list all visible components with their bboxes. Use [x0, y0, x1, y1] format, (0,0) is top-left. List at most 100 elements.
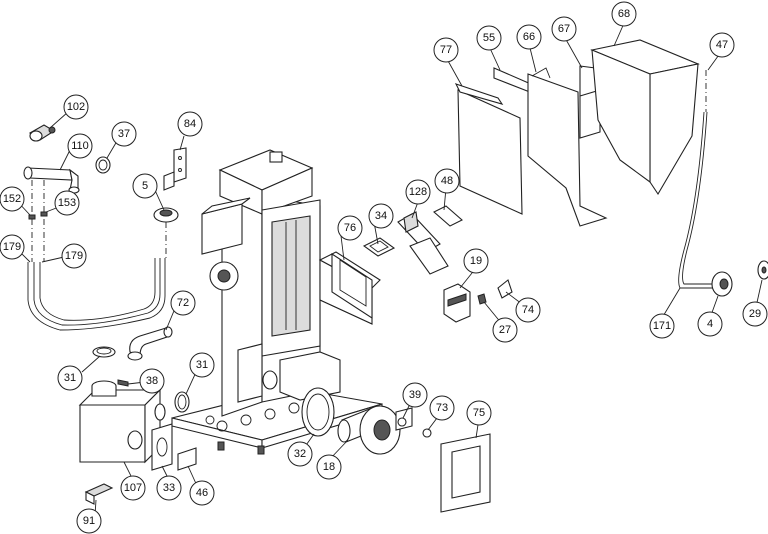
part-29-sensor	[757, 260, 768, 280]
callout-84: 84	[177, 111, 203, 137]
callout-38: 38	[139, 368, 165, 394]
callout-31-left-label: 31	[64, 372, 76, 384]
callout-67: 67	[551, 16, 577, 42]
callout-31-right-label: 31	[196, 359, 208, 371]
callout-75-label: 75	[473, 407, 485, 419]
part-84-bracket	[163, 147, 187, 191]
callout-77-label: 77	[440, 44, 452, 56]
callout-55-label: 55	[483, 32, 495, 44]
callout-66-label: 66	[523, 31, 535, 43]
part-34-gasket	[362, 237, 396, 257]
callout-68: 68	[611, 1, 637, 27]
callout-18-label: 18	[323, 461, 335, 473]
callout-84-label: 84	[184, 118, 196, 130]
part-37-ring	[95, 156, 111, 174]
callout-34-label: 34	[375, 210, 387, 222]
callout-46-label: 46	[196, 487, 208, 499]
callout-73-label: 73	[436, 402, 448, 414]
part-91-clip	[84, 483, 114, 505]
callout-27-label: 27	[499, 324, 511, 336]
part-38-screw	[117, 379, 129, 387]
callout-34: 34	[368, 203, 394, 229]
callout-72: 72	[170, 290, 196, 316]
callout-5: 5	[132, 173, 158, 199]
callout-55: 55	[476, 25, 502, 51]
callout-110: 110	[67, 133, 93, 159]
part-47-171-cable	[678, 70, 716, 289]
callout-72-label: 72	[177, 297, 189, 309]
callout-179-right: 179	[61, 243, 87, 269]
part-66-hopper-side	[527, 67, 608, 227]
callout-37-label: 37	[118, 128, 130, 140]
callout-5-label: 5	[142, 180, 148, 192]
part-179-tubes	[27, 258, 166, 331]
callout-91-label: 91	[83, 515, 95, 527]
callout-153: 153	[54, 190, 80, 216]
part-18-fan	[337, 405, 413, 455]
part-46-plate	[177, 447, 197, 471]
callout-38-label: 38	[146, 375, 158, 387]
part-102-connector	[28, 124, 56, 142]
part-72-hose	[127, 326, 173, 361]
callout-27: 27	[492, 317, 518, 343]
callout-102: 102	[63, 94, 89, 120]
callout-102-label: 102	[67, 101, 85, 113]
callout-33: 33	[156, 475, 182, 501]
part-4-sensor	[711, 271, 733, 297]
callout-76-label: 76	[344, 222, 356, 234]
callout-107-label: 107	[124, 482, 142, 494]
part-main-boiler-assembly	[171, 149, 383, 455]
callout-31-right: 31	[189, 352, 215, 378]
callout-171: 171	[649, 313, 675, 339]
part-5-disc	[153, 207, 179, 258]
callout-4-label: 4	[707, 318, 713, 330]
part-33-gasket	[151, 423, 173, 471]
callout-73: 73	[429, 395, 455, 421]
part-76-grille	[331, 252, 373, 320]
callout-29: 29	[742, 301, 768, 327]
part-27-screw	[477, 293, 487, 305]
callout-32-label: 32	[294, 448, 306, 460]
part-31-ring-left	[92, 346, 116, 358]
callout-128: 128	[405, 179, 431, 205]
callout-68-label: 68	[618, 8, 630, 20]
callout-48-label: 48	[441, 175, 453, 187]
part-128-bracket	[397, 211, 449, 275]
callout-77: 77	[433, 37, 459, 63]
callout-19: 19	[463, 248, 489, 274]
callout-19-label: 19	[470, 255, 482, 267]
callout-153-label: 153	[58, 197, 76, 209]
callout-179-right-label: 179	[65, 250, 83, 262]
callout-46: 46	[189, 480, 215, 506]
callout-179-left-label: 179	[3, 241, 21, 253]
callout-74-label: 74	[522, 304, 534, 316]
part-73-small-ring	[422, 428, 432, 438]
part-19-control-unit	[443, 283, 471, 323]
callout-171-label: 171	[653, 320, 671, 332]
part-77-panel	[454, 83, 523, 215]
callout-107: 107	[120, 475, 146, 501]
part-31-ring-right	[174, 391, 190, 413]
callout-91: 91	[76, 508, 102, 534]
part-48-plate	[433, 205, 463, 227]
callout-152: 152	[0, 186, 25, 212]
callout-39: 39	[402, 382, 428, 408]
callout-152-label: 152	[3, 193, 21, 205]
part-39-washer	[397, 417, 407, 427]
callout-67-label: 67	[558, 23, 570, 35]
callout-179-left: 179	[0, 234, 25, 260]
callout-47: 47	[709, 32, 735, 58]
part-32-ring	[301, 387, 335, 437]
callout-4: 4	[697, 311, 723, 337]
part-68-hopper-back	[590, 39, 700, 196]
callout-47-label: 47	[716, 39, 728, 51]
callout-33-label: 33	[163, 482, 175, 494]
callout-75: 75	[466, 400, 492, 426]
callout-48: 48	[434, 168, 460, 194]
callout-128-label: 128	[409, 186, 427, 198]
part-152-153-fittings	[28, 180, 48, 262]
part-75-frame-panel	[440, 433, 491, 513]
callout-18: 18	[316, 454, 342, 480]
callout-110-label: 110	[71, 140, 89, 152]
